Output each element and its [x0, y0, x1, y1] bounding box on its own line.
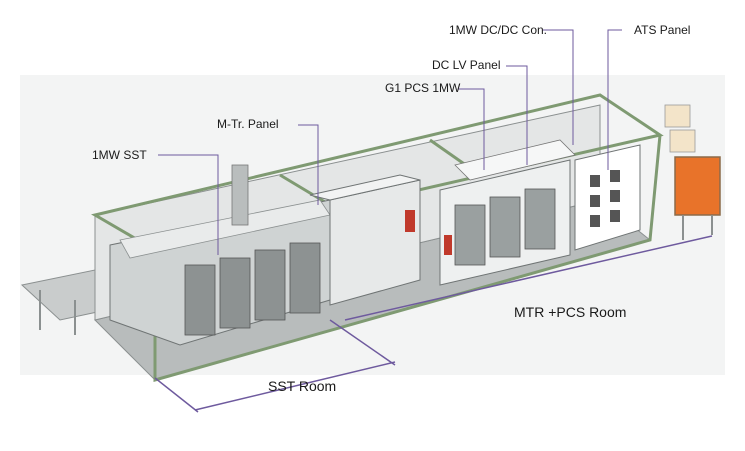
label-g1-pcs: G1 PCS 1MW [385, 81, 461, 95]
label-sst: 1MW SST [92, 148, 147, 162]
sst-partition [231, 164, 249, 226]
ats-breaker [610, 190, 620, 202]
sst-module [254, 249, 286, 321]
sst-module [219, 257, 251, 329]
room-dimension-lines [154, 235, 713, 413]
label-ats-panel: ATS Panel [634, 23, 691, 37]
label-dc-lv-panel: DC LV Panel [432, 58, 501, 72]
hvac-unit [664, 104, 691, 128]
mtr-red-marker [405, 210, 415, 232]
label-mtr-panel: M-Tr. Panel [217, 117, 279, 131]
pcs-cabinet [454, 204, 486, 266]
ats-breaker [610, 210, 620, 222]
pcs-cabinet [524, 188, 556, 250]
pcs-cabinet [489, 196, 521, 258]
ats-breaker [590, 215, 600, 227]
leader-mtr [298, 124, 319, 205]
mtr-pcs-room-span [344, 235, 713, 321]
hvac-orange-unit [674, 156, 721, 216]
dcdc-top-unit [454, 139, 576, 181]
label-mtr-pcs-room: MTR +PCS Room [514, 304, 627, 320]
label-dcdc-converter: 1MW DC/DC Con. [449, 23, 548, 37]
ats-breakers [590, 170, 620, 227]
ats-breaker [590, 175, 600, 187]
leader-dclv [506, 65, 528, 165]
sst-module-rows [184, 242, 321, 336]
leader-sst [158, 154, 219, 255]
sst-module [184, 264, 216, 336]
leader-g1pcs [458, 88, 485, 170]
callout-leaders [158, 29, 622, 255]
sst-module [289, 242, 321, 314]
mtr-panel-top [309, 174, 421, 201]
ats-breaker [590, 195, 600, 207]
sst-room-span [194, 361, 396, 411]
pcs-red-marker [444, 235, 452, 255]
sst-room-tick-right [329, 319, 396, 366]
ats-breaker [610, 170, 620, 182]
label-sst-room: SST Room [268, 378, 337, 394]
hvac-unit [669, 129, 696, 153]
leader-ats [607, 29, 622, 170]
frame-rib [279, 173, 331, 207]
leader-dcdc [542, 29, 574, 145]
sst-room-tick-left [154, 377, 199, 413]
